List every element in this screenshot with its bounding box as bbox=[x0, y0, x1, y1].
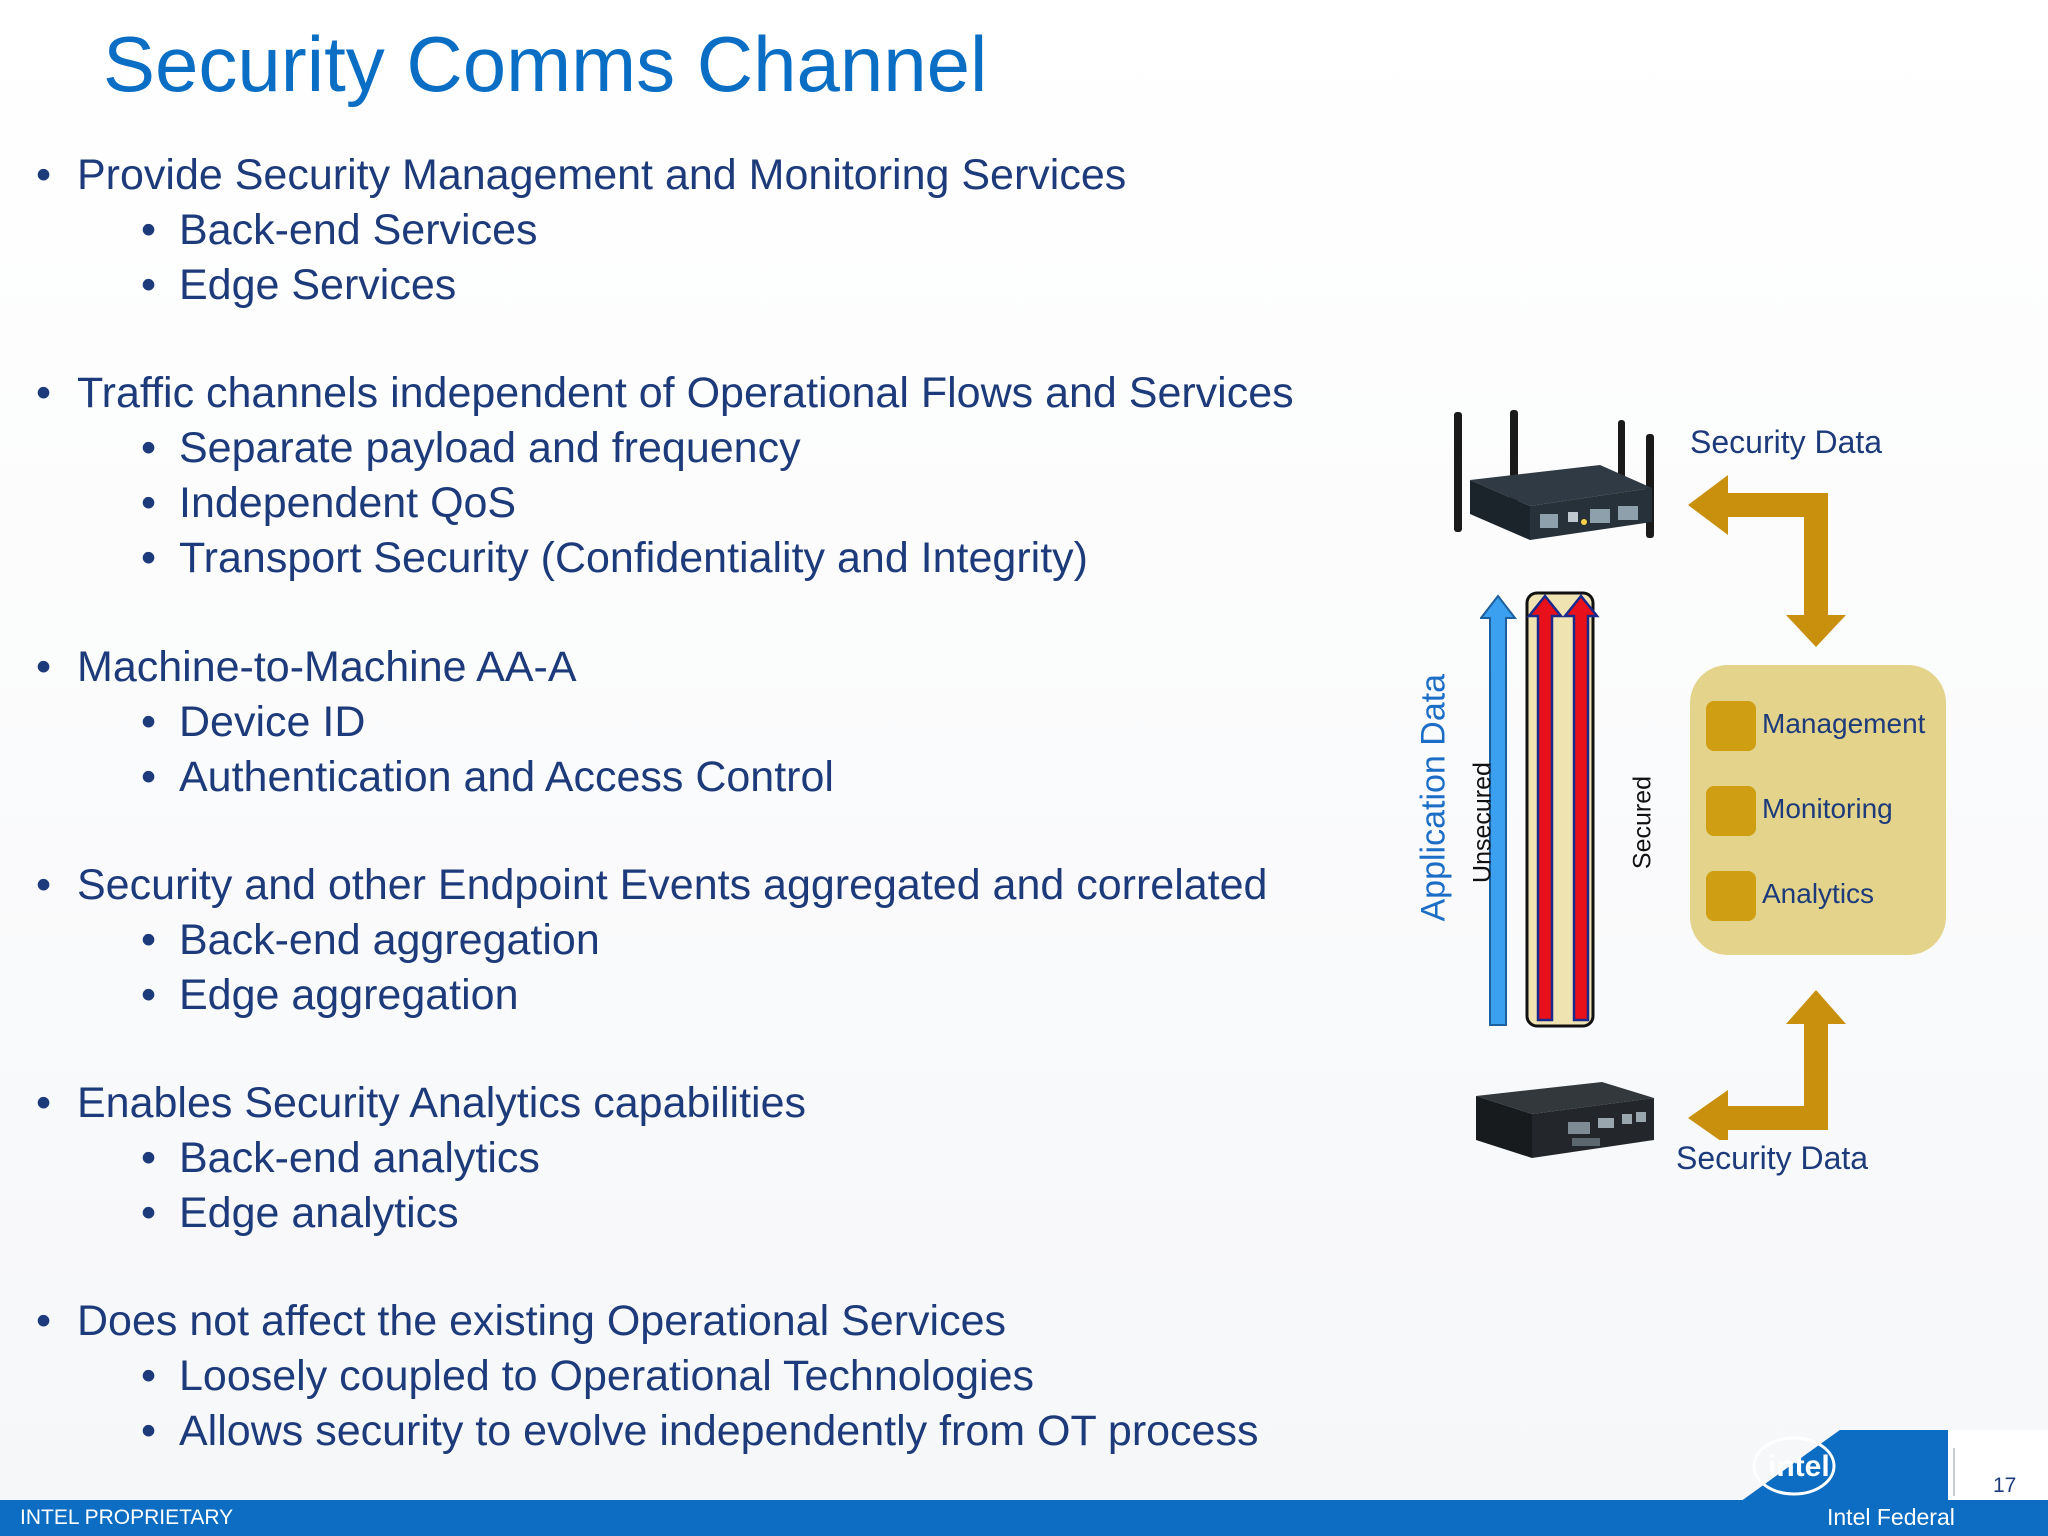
bullet-item: •Does not affect the existing Operationa… bbox=[36, 1297, 1006, 1345]
sub-bullet-item: •Back-end aggregation bbox=[141, 916, 600, 964]
sub-bullet-item: •Edge Services bbox=[141, 261, 457, 309]
gateway-device-icon bbox=[1454, 410, 1654, 540]
sub-bullet-item: •Back-end analytics bbox=[141, 1134, 540, 1182]
sub-bullet-item: •Allows security to evolve independently… bbox=[141, 1407, 1259, 1455]
sub-bullet-item: •Device ID bbox=[141, 698, 366, 746]
security-data-label-top: Security Data bbox=[1690, 424, 1883, 460]
sub-bullet-item: •Back-end Services bbox=[141, 206, 538, 254]
bullet-item: •Traffic channels independent of Operati… bbox=[36, 369, 1294, 417]
page-number: 17 bbox=[1993, 1474, 2017, 1497]
data-channel-arrows bbox=[1480, 591, 1600, 1028]
sub-bullet-item: •Loosely coupled to Operational Technolo… bbox=[141, 1352, 1035, 1400]
bullet-item: •Machine-to-Machine AA-A bbox=[36, 643, 577, 691]
footer-proprietary-label: INTEL PROPRIETARY bbox=[20, 1506, 234, 1529]
security-data-arrow-top bbox=[1688, 475, 1846, 647]
secured-label: Secured bbox=[1628, 775, 1657, 870]
sub-bullet-item: •Authentication and Access Control bbox=[141, 753, 834, 801]
analytics-icon bbox=[1706, 871, 1756, 921]
slide-title: Security Comms Channel bbox=[103, 20, 988, 108]
svg-text:intel: intel bbox=[1768, 1450, 1830, 1483]
footer-corner-shape bbox=[1740, 1430, 2048, 1502]
bullet-item: •Security and other Endpoint Events aggr… bbox=[36, 861, 1268, 909]
security-data-label-bottom: Security Data bbox=[1676, 1140, 1869, 1176]
footer-org-label: Intel Federal bbox=[1827, 1504, 1955, 1530]
management-icon bbox=[1706, 701, 1756, 751]
unsecured-label: Unsecured bbox=[1468, 762, 1497, 883]
sub-bullet-item: •Separate payload and frequency bbox=[141, 424, 801, 472]
sub-bullet-item: •Edge aggregation bbox=[141, 971, 519, 1019]
sub-bullet-item: •Transport Security (Confidentiality and… bbox=[141, 534, 1088, 582]
monitoring-icon bbox=[1706, 786, 1756, 836]
sub-bullet-item: •Independent QoS bbox=[141, 479, 517, 527]
security-services-box: Management Monitoring Analytics bbox=[1690, 665, 1946, 955]
footer-bar bbox=[0, 1500, 2048, 1536]
edge-device-icon bbox=[1476, 1082, 1654, 1158]
bullet-item: •Provide Security Management and Monitor… bbox=[36, 151, 1127, 199]
sub-bullet-item: •Edge analytics bbox=[141, 1189, 459, 1237]
security-data-arrow-bottom bbox=[1688, 990, 1846, 1140]
application-data-label: Application Data bbox=[1414, 673, 1453, 922]
intel-logo-icon: intel bbox=[1752, 1436, 1836, 1496]
bullet-item: •Enables Security Analytics capabilities bbox=[36, 1079, 806, 1127]
